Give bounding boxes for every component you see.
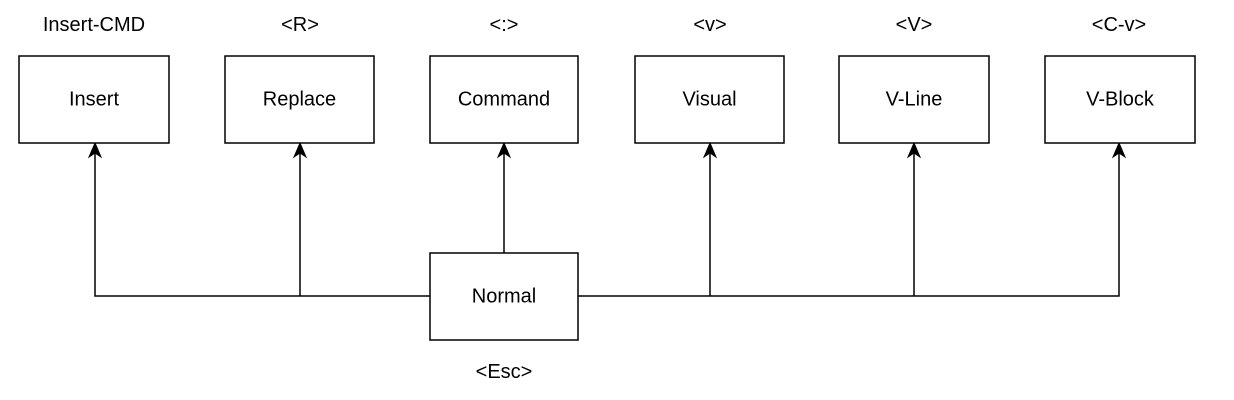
- key-label-normal: <Esc>: [476, 361, 533, 383]
- mode-box-replace: Replace: [224, 55, 375, 144]
- mode-label-replace: Replace: [263, 89, 336, 111]
- arrowhead-insert: [87, 141, 103, 159]
- edge-normal-vblock: [578, 152, 1120, 297]
- mode-label-insert: Insert: [69, 89, 119, 111]
- key-labels: Insert-CMD <R> <:> <v> <V> <C-v>: [43, 14, 1146, 36]
- key-label-command: <:>: [490, 14, 519, 36]
- mode-box-command: Command: [429, 55, 579, 144]
- mode-box-normal: Normal: [429, 252, 579, 341]
- edge-normal-insert: [94, 152, 430, 297]
- key-label-insert: Insert-CMD: [43, 14, 145, 36]
- mode-label-visual: Visual: [682, 89, 736, 111]
- mode-label-command: Command: [458, 89, 550, 111]
- arrowheads: [87, 141, 1127, 159]
- key-label-visual: <v>: [693, 14, 726, 36]
- mode-box-vblock: V-Block: [1044, 55, 1196, 144]
- mode-box-visual: Visual: [634, 55, 785, 144]
- connectors: [94, 152, 1120, 297]
- arrowhead-command: [496, 141, 512, 159]
- arrowhead-visual: [702, 141, 718, 159]
- mode-box-insert: Insert: [18, 55, 170, 144]
- key-label-vblock: <C-v>: [1092, 14, 1146, 36]
- key-label-vline: <V>: [896, 14, 933, 36]
- mode-label-vblock: V-Block: [1086, 89, 1155, 111]
- mode-label-normal: Normal: [472, 286, 536, 308]
- arrowhead-replace: [292, 141, 308, 159]
- key-label-replace: <R>: [281, 14, 319, 36]
- arrowhead-vline: [906, 141, 922, 159]
- arrowhead-vblock: [1111, 141, 1127, 159]
- mode-label-vline: V-Line: [886, 89, 943, 111]
- mode-box-vline: V-Line: [838, 55, 990, 144]
